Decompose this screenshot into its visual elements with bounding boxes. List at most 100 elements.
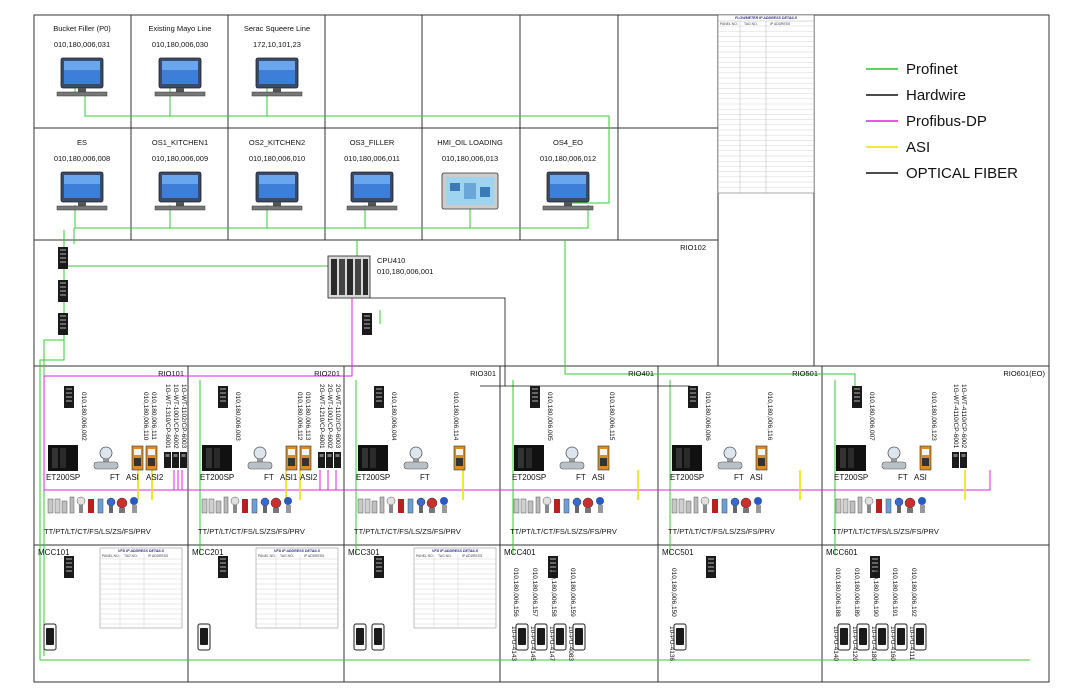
flowmeter-table-title: FLOWMETER IP ADDRESS DETAILS <box>735 16 798 20</box>
vfd-table-header: TAG NO. <box>124 554 138 558</box>
rio-ip: 010,180,006,006 <box>704 392 711 441</box>
rio-title: RIO601(EO) <box>1003 369 1045 378</box>
vfd-ip: 010,180,006,150 <box>670 568 677 617</box>
workstation-ip: 010,180,006,008 <box>54 154 110 163</box>
asi-label: ASI <box>914 473 927 482</box>
workstation-name: OS3_FILLER <box>350 138 395 147</box>
asi-master-icon <box>131 445 144 471</box>
vfd-tag: 10-PU-4083 <box>567 626 574 661</box>
workstation-name: Serac Squeere Line <box>244 24 310 33</box>
mcc-switch-icon <box>706 556 716 578</box>
vfd-table-header: IP ADDRESS <box>304 554 325 558</box>
asi-label: ASI <box>126 473 139 482</box>
field-instruments-label: TT/PT/LT/CT/FS/LS/ZS/FS/PRV <box>354 527 461 536</box>
vfd-table-title: VFD IP ADDRESS DETAILS <box>432 549 479 553</box>
vfd-table-header: TAG NO. <box>280 554 294 558</box>
workstation-ip: 010,180,006,030 <box>152 40 208 49</box>
rio-ip: 010,180,006,007 <box>868 392 875 441</box>
vfd-drive-icon <box>913 623 927 651</box>
vfd-ip: 010,180,006,192 <box>910 568 917 617</box>
et200sp-label: ET200SP <box>46 473 80 482</box>
workstation-ip: 010,180,006,031 <box>54 40 110 49</box>
rio-title: RIO101 <box>158 369 184 378</box>
asi2-ip: 010,180,006,113 <box>304 392 311 441</box>
vfd-drive-icon <box>43 623 57 651</box>
rio-title: RIO501 <box>792 369 818 378</box>
legend-label: Profibus-DP <box>906 113 987 130</box>
vfd-drive-icon <box>515 623 529 651</box>
workstation-pc-icon <box>154 171 206 211</box>
flowmeter-icon <box>881 446 907 470</box>
profibus-block-icon <box>960 452 967 468</box>
workstation-pc-icon <box>154 57 206 97</box>
vfd-ip: 010,180,006,158 <box>550 568 557 617</box>
asi-master-icon <box>453 445 466 471</box>
et200sp-label: ET200SP <box>834 473 868 482</box>
profibus-block-icon <box>180 452 187 468</box>
mcc-switch-icon <box>374 556 384 578</box>
vfd-tag: 10-PU-4145 <box>529 626 536 661</box>
field-instruments-icon <box>671 496 763 514</box>
rio-device-tag: 2G-WT-1210/CP-6001 <box>318 384 325 449</box>
vfd-table-header: TAG NO. <box>438 554 452 558</box>
asi-ip: 010,180,006,123 <box>930 392 937 441</box>
asi-ip: 010,180,006,110 <box>142 392 149 441</box>
workstation-name: OS4_EO <box>553 138 583 147</box>
field-instruments-icon <box>201 496 293 514</box>
profibus-block-icon <box>334 452 341 468</box>
profibus-block-icon <box>172 452 179 468</box>
rio-switch-icon <box>64 386 74 408</box>
mcc-title: MCC601 <box>826 548 858 557</box>
asi-ip: 010,180,006,112 <box>296 392 303 441</box>
workstation-pc-icon <box>346 171 398 211</box>
asi2-label: ASI2 <box>146 473 164 482</box>
rio-device-tag: 2G-WT-1001/CP-6002 <box>326 384 333 449</box>
workstation-name: Existing Mayo Line <box>149 24 212 33</box>
workstation-name: Bucket Filler (P0) <box>53 24 111 33</box>
asi-master-icon <box>755 445 768 471</box>
vfd-ip: 010,180,006,190 <box>872 568 879 617</box>
asi-ip: 010,180,006,116 <box>766 392 773 441</box>
workstation-name: OS1_KITCHEN1 <box>152 138 208 147</box>
vfd-ip: 010,180,006,157 <box>531 568 538 617</box>
et200sp-icon <box>202 445 232 471</box>
vfd-drive-icon <box>837 623 851 651</box>
flowmeter-table-header: TAG NO. <box>744 22 758 26</box>
workstation-ip: 010,180,006,010 <box>249 154 305 163</box>
flowmeter-icon <box>559 446 585 470</box>
rio-switch-icon <box>374 386 384 408</box>
vfd-table-header: PANEL NO. <box>102 554 120 558</box>
field-instruments-label: TT/PT/LT/CT/FS/LS/ZS/FS/PRV <box>44 527 151 536</box>
vfd-drive-icon <box>673 623 687 651</box>
et200sp-icon <box>836 445 866 471</box>
rio-device-tag: 1G-WT-4110/CP-6002 <box>960 384 967 449</box>
ft-label: FT <box>734 473 744 482</box>
mcc-title: MCC101 <box>38 548 70 557</box>
vfd-tag: 10-PU-4136 <box>668 626 675 661</box>
rio-switch-icon <box>688 386 698 408</box>
mcc-title: MCC501 <box>662 548 694 557</box>
et200sp-icon <box>514 445 544 471</box>
vfd-tag: 10-PU-4147 <box>548 626 555 661</box>
et200sp-label: ET200SP <box>670 473 704 482</box>
vfd-table-header: IP ADDRESS <box>462 554 483 558</box>
profibus-block-icon <box>318 452 325 468</box>
workstation-name: HMI_OIL LOADING <box>437 138 503 147</box>
asi-ip: 010,180,006,115 <box>608 392 615 441</box>
rio-switch-icon <box>852 386 862 408</box>
et200sp-label: ET200SP <box>356 473 390 482</box>
workstation-ip: 010,180,006,009 <box>152 154 208 163</box>
flowmeter-icon <box>247 446 273 470</box>
field-instruments-icon <box>47 496 139 514</box>
rio-device-tag: 1G-WT-1102/CP-6003 <box>180 384 187 449</box>
vfd-table-header: PANEL NO. <box>416 554 434 558</box>
rio-title: RIO301 <box>470 369 496 378</box>
static-layer <box>33 14 1050 683</box>
asi-label: ASI <box>592 473 605 482</box>
